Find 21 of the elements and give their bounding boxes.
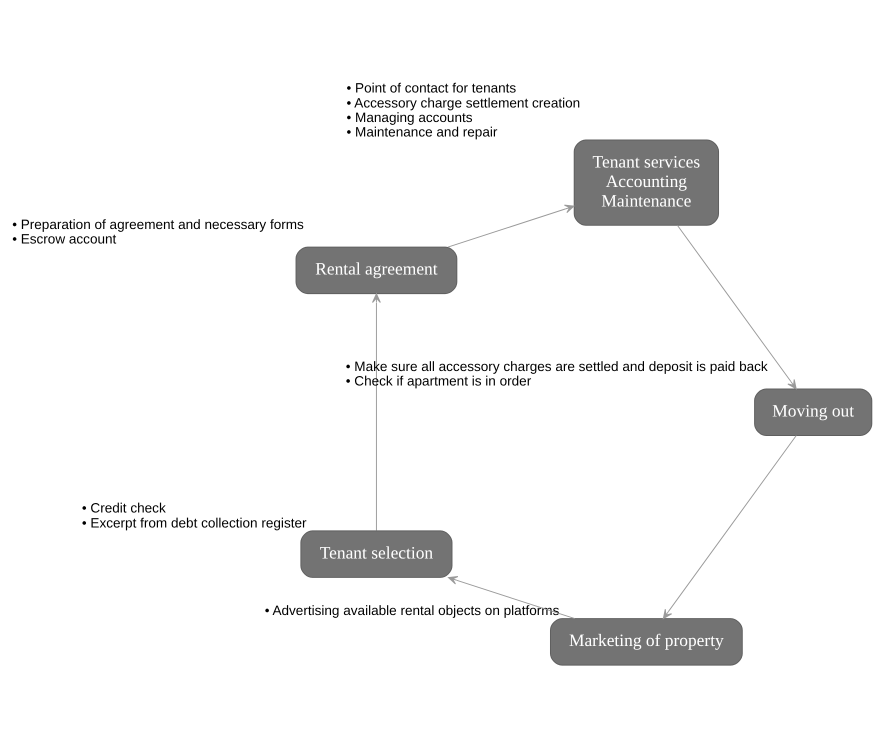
node-label: • Preparation of agreement and necessary forms [12,216,304,232]
node-label: • Credit check [82,500,166,516]
arrow [676,224,797,390]
node-label: • Check if apartment is in order [346,373,532,388]
node-label: • Make sure all accessory charges are settled and deposit is paid back [346,358,768,374]
node-label: • Maintenance and repair [346,124,498,140]
node-box: Moving out [754,388,872,436]
arrow [448,204,574,248]
arrow [372,293,381,531]
node-label: • Excerpt from debt collection register [82,515,307,530]
node-label: • Point of contact for tenants [346,80,516,96]
node-label: • Advertising available rental objects on platforms [264,602,560,618]
node-label: • Managing accounts [346,110,473,125]
node-label: • Escrow account [12,231,116,246]
arrow [662,435,797,620]
node-box: Tenant selection [300,530,452,578]
node-box: Rental agreement [296,246,458,294]
node-box: Tenant services Accounting Maintenance [574,140,720,226]
arrow [448,576,576,620]
node-label: • Accessory charge settlement creation [346,95,580,110]
node-box: Marketing of property [550,618,743,666]
